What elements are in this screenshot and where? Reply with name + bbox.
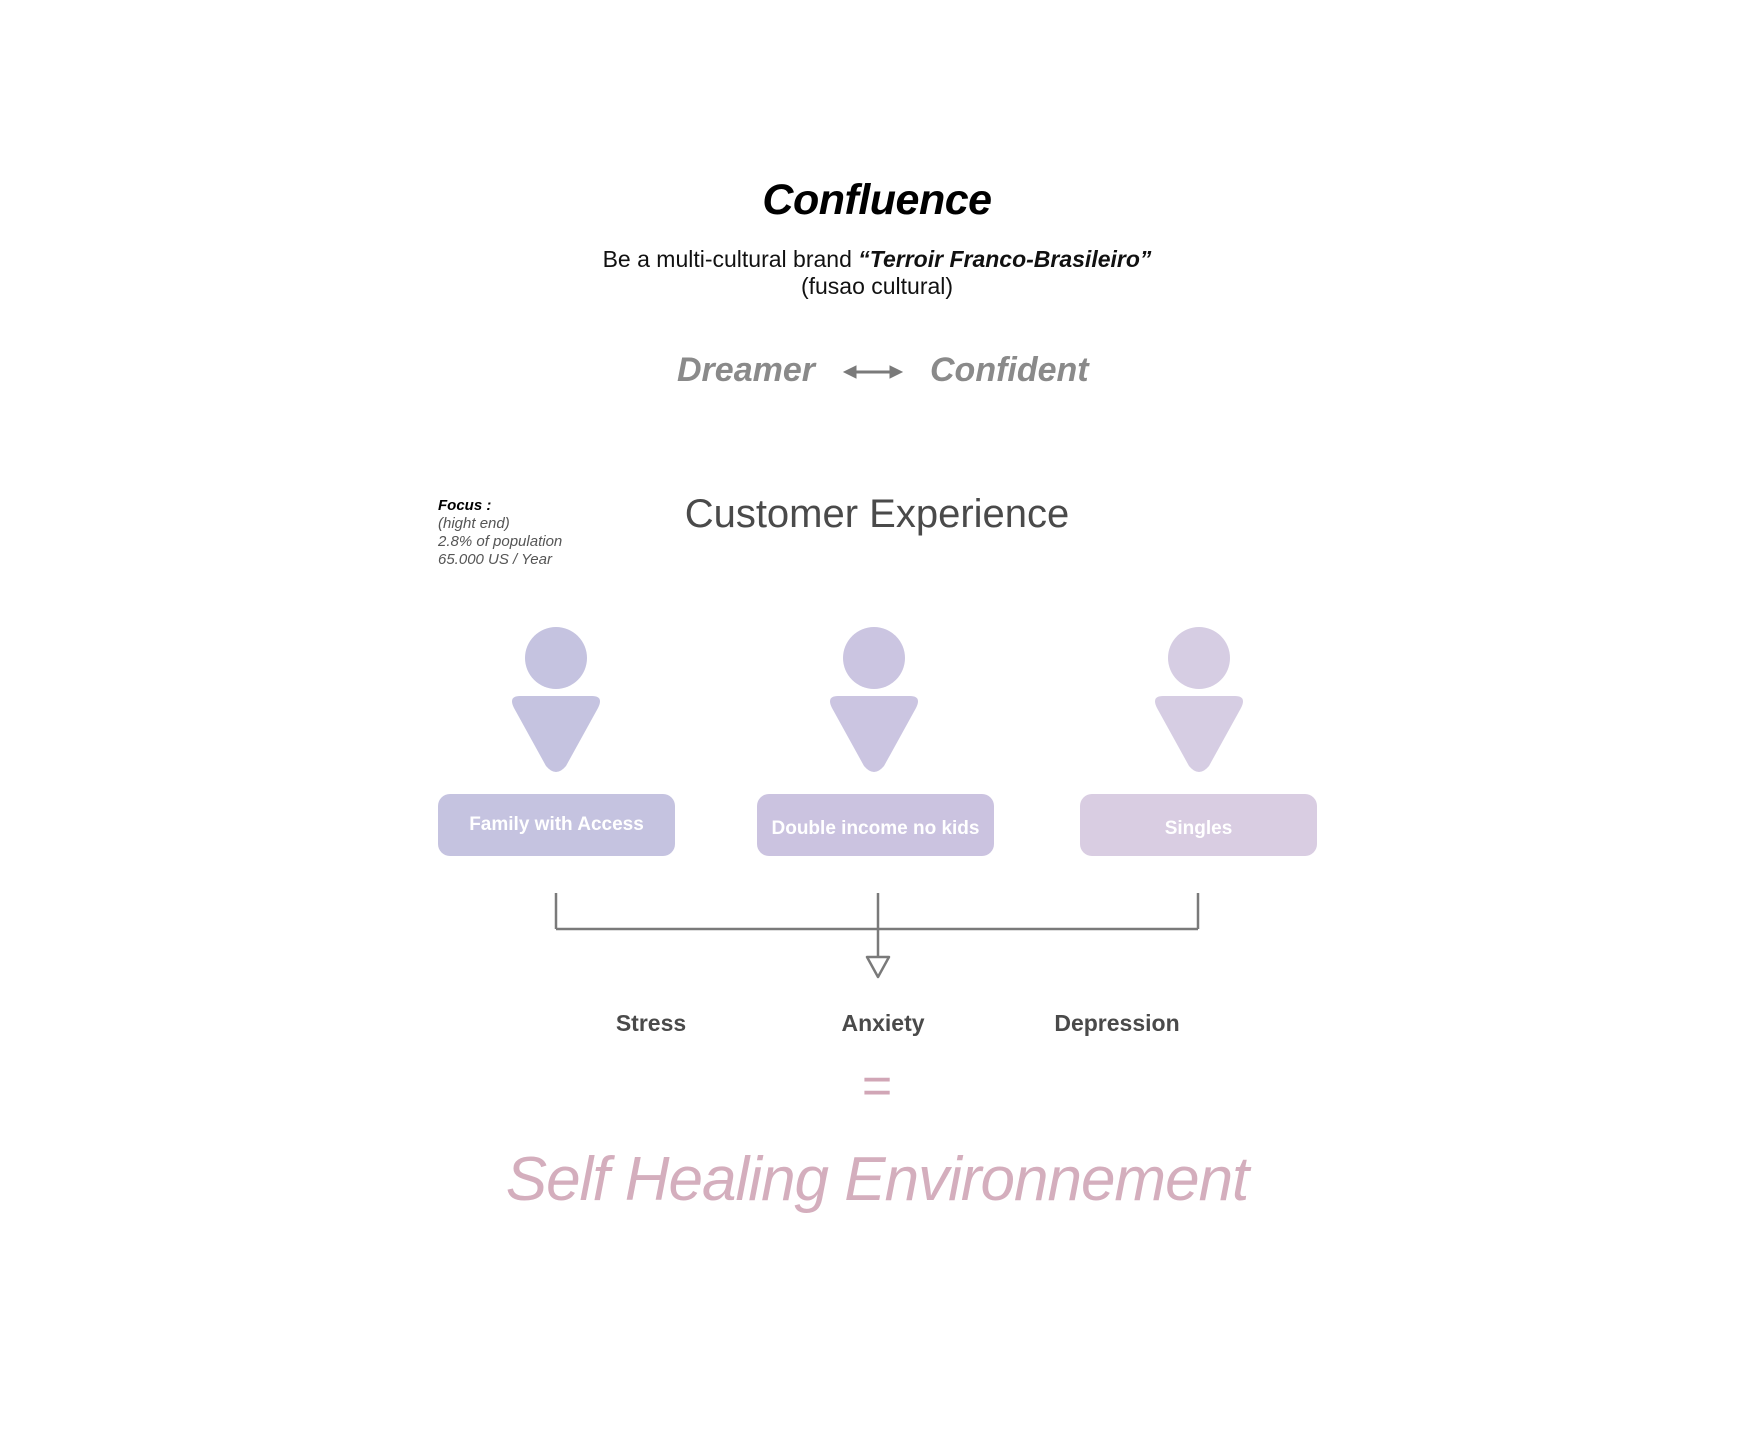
concern-depression: Depression [1054, 1010, 1180, 1036]
person-icon [830, 627, 918, 772]
equals-sign: = [861, 1057, 893, 1115]
brand-statement-text: Be a multi-cultural brand [602, 246, 859, 272]
section-title: Customer Experience [684, 492, 1070, 536]
double-arrow-icon [842, 365, 904, 379]
segment-label: Family with Access [469, 814, 644, 835]
page-title: Confluence [762, 176, 992, 224]
person-icon [512, 627, 600, 772]
focus-note: Focus : (hight end) 2.8% of population 6… [438, 497, 562, 569]
down-arrow-icon [865, 955, 891, 979]
scale-right-label: Confident [930, 351, 1089, 389]
person-icon [1155, 627, 1243, 772]
focus-line: 65.000 US / Year [438, 551, 552, 568]
brand-statement: Be a multi-cultural brand “Terroir Franc… [0, 246, 1754, 273]
focus-line: (hight end) [438, 515, 510, 532]
segment-label: Double income no kids [771, 818, 980, 839]
brand-quote: “Terroir Franco-Brasileiro” [858, 246, 1152, 272]
connector-lines [554, 893, 1200, 960]
concern-stress: Stress [615, 1010, 687, 1036]
focus-line: 2.8% of population [438, 533, 563, 550]
segment-label: Singles [1164, 818, 1233, 839]
focus-label: Focus : [438, 497, 492, 514]
scale-left-label: Dreamer [677, 351, 815, 389]
concern-anxiety: Anxiety [841, 1010, 925, 1036]
result-tagline: Self Healing Environnement [505, 1145, 1250, 1214]
segment-family-with-access: Family with Access [438, 794, 675, 856]
segment-double-income-no-kids: Double income no kids [757, 794, 994, 856]
segment-singles: Singles [1080, 794, 1317, 856]
brand-note: (fusao cultural) [800, 273, 954, 299]
